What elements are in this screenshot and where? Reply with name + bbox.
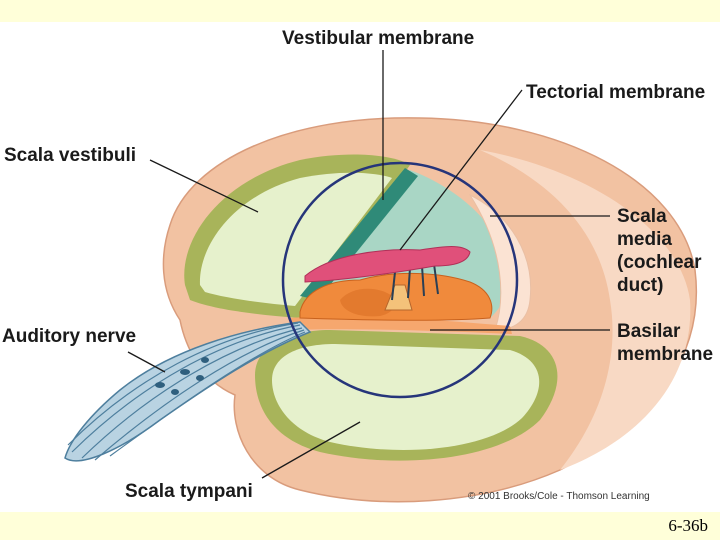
- slide-number: 6-36b: [668, 516, 708, 535]
- nerve-fiber: [109, 331, 306, 457]
- ganglion-cell: [171, 389, 179, 395]
- copyright-credit: © 2001 Brooks/Cole - Thomson Learning: [468, 491, 650, 502]
- hair-cell: [421, 265, 425, 297]
- label-basilar-membrane: Basilar membrane: [617, 321, 714, 365]
- label-vestibular-membrane: Vestibular membrane: [282, 28, 475, 49]
- ganglion-cell: [180, 369, 190, 375]
- ganglion-cell: [155, 382, 165, 388]
- leader-line-scala-tympani: [261, 421, 361, 479]
- label-tectorial-membrane: Tectorial membrane: [526, 82, 706, 103]
- nerve-sheath: [64, 321, 312, 462]
- leader-line-auditory-nerve: [127, 351, 166, 373]
- hair-cells: [391, 263, 439, 301]
- bony-rim: [480, 150, 691, 470]
- ganglion-cell: [196, 375, 204, 381]
- nerve-fiber: [67, 322, 299, 446]
- scala-vestibuli-fill: [199, 172, 392, 306]
- tectorial-membrane-shape: [304, 246, 471, 283]
- auditory-nerve-bundle: [64, 321, 312, 462]
- label-scala-vestibuli: Scala vestibuli: [4, 145, 137, 166]
- label-scala-tympani: Scala tympani: [125, 481, 253, 502]
- nerve-fiber: [71, 324, 301, 453]
- leader-line-tectorial-membrane: [399, 89, 523, 251]
- hair-cell: [407, 267, 411, 299]
- scala-media-highlight-circle: [281, 161, 519, 399]
- tunnel-of-corti: [384, 284, 413, 311]
- leader-lines: [127, 50, 610, 479]
- hair-cell: [433, 263, 439, 295]
- hair-cell: [391, 271, 396, 301]
- label-auditory-nerve: Auditory nerve: [2, 326, 137, 347]
- ganglion-cell: [201, 357, 209, 363]
- leader-line-scala-vestibuli: [149, 159, 259, 213]
- nerve-fiber: [81, 327, 303, 459]
- label-scala-media: Scala media (cochlear duct): [617, 206, 702, 296]
- supporting-cells: [340, 288, 396, 317]
